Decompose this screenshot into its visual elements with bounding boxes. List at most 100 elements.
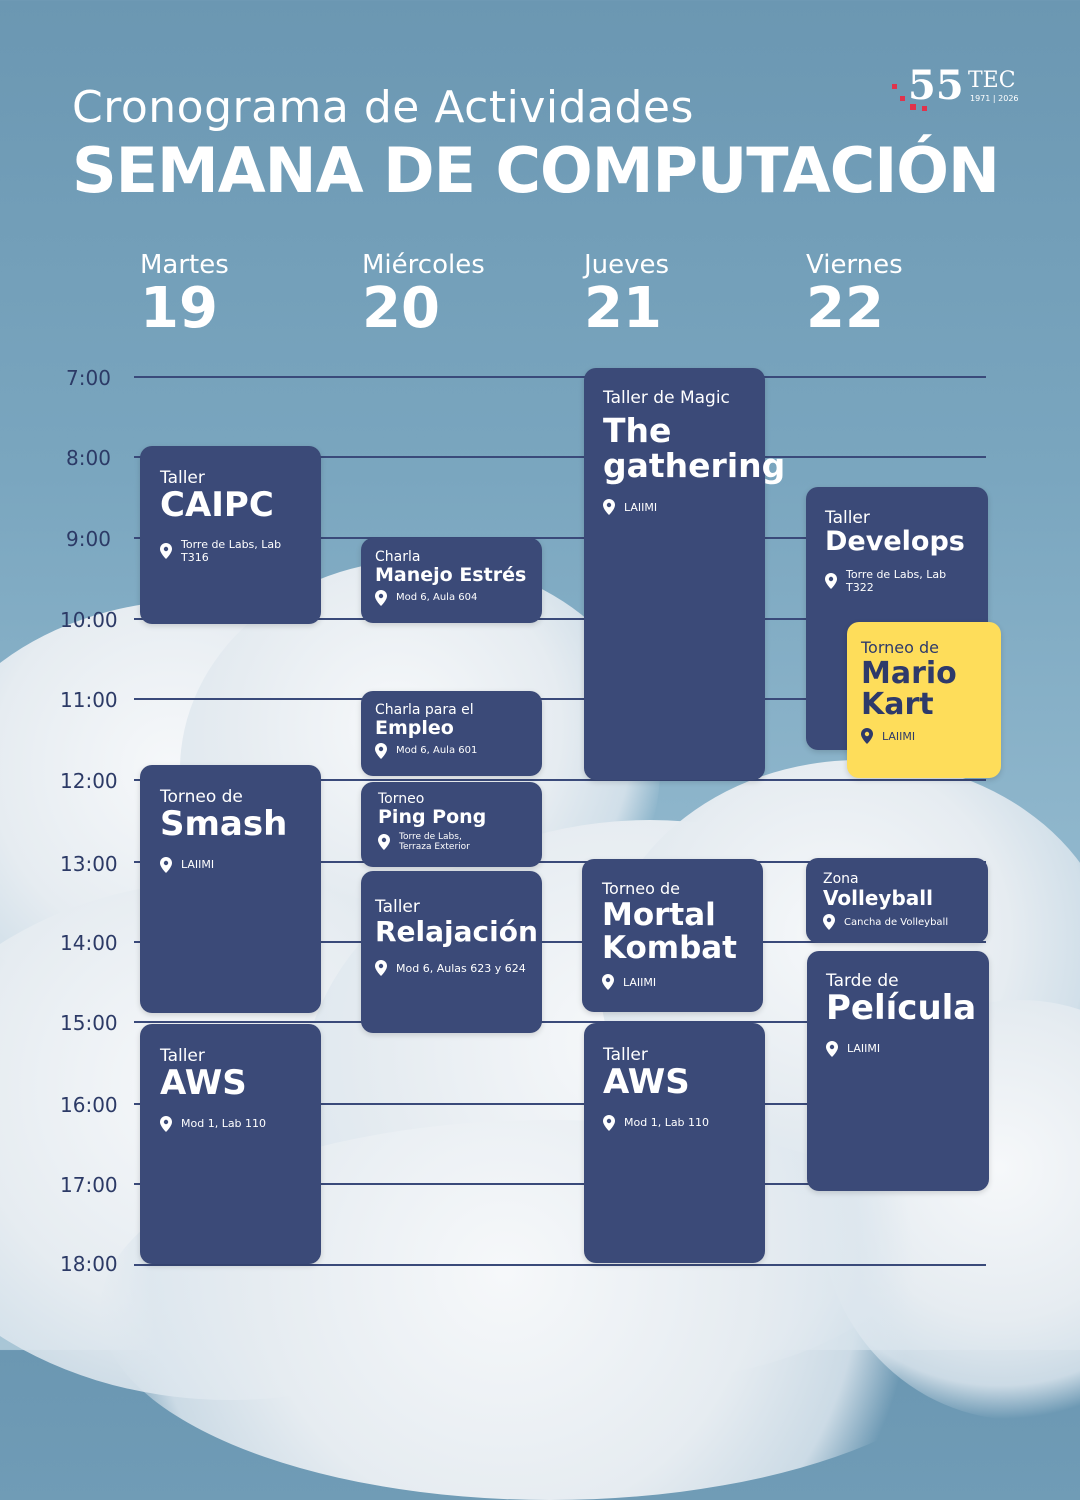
hour-label: 17:00 — [60, 1173, 118, 1197]
event-kind: Taller — [375, 897, 420, 917]
event-kind: Torneo de — [602, 879, 680, 898]
hour-line — [134, 779, 986, 781]
hour-line — [134, 376, 986, 378]
hour-label: 11:00 — [60, 688, 118, 712]
hour-line — [134, 1021, 986, 1023]
location-pin-icon — [160, 1115, 172, 1132]
event-kind: Taller — [825, 508, 870, 528]
location-pin-icon — [375, 960, 387, 977]
event-location: LAIIMI — [623, 975, 657, 989]
hour-label: 15:00 — [60, 1011, 118, 1035]
hour-label: 18:00 — [60, 1252, 118, 1276]
event-kind: Charla para el — [375, 702, 474, 718]
event-card-mario-kart[interactable]: Torneo de Mario Kart LAIIMI — [847, 622, 1001, 778]
hour-label: 8:00 — [66, 446, 111, 470]
event-title: AWS — [160, 1063, 247, 1103]
event-card-caipc[interactable]: Taller CAIPC Torre de Labs, Lab T316 — [140, 446, 321, 624]
event-location: Mod 6, Aula 601 — [396, 745, 478, 757]
hour-line — [134, 698, 986, 700]
hour-label: 12:00 — [60, 769, 118, 793]
logo-years: 1971 | 2026 — [970, 94, 1019, 103]
page-subtitle: Cronograma de Actividades — [72, 82, 694, 133]
event-card-aws-tuesday[interactable]: Taller AWS Mod 1, Lab 110 — [140, 1024, 321, 1264]
day-number: 21 — [584, 276, 662, 341]
hour-line — [134, 941, 986, 943]
event-location: Cancha de Volleyball — [844, 916, 949, 928]
day-header-friday: Viernes 22 — [806, 250, 903, 338]
day-header-thursday: Jueves 21 — [584, 250, 669, 338]
logo-brand: TEC — [968, 68, 1016, 93]
hour-label: 14:00 — [60, 931, 118, 955]
hour-label: 13:00 — [60, 852, 118, 876]
event-location: Mod 6, Aulas 623 y 624 — [396, 961, 526, 975]
hour-label: 9:00 — [66, 527, 111, 551]
event-title: Relajación — [375, 915, 538, 948]
hour-line — [134, 456, 986, 458]
day-number: 22 — [806, 276, 884, 341]
event-location: Torre de Labs, Lab T316 — [181, 537, 282, 564]
event-card-manejo-estres[interactable]: Charla Manejo Estrés Mod 6, Aula 604 — [361, 538, 542, 623]
location-pin-icon — [603, 1114, 615, 1131]
logo-number: 55 — [908, 62, 964, 109]
event-location: LAIIMI — [847, 1042, 881, 1056]
event-card-ping-pong[interactable]: Torneo Ping Pong Torre de Labs, Terraza … — [361, 782, 542, 867]
event-kind: Torneo — [378, 791, 425, 807]
day-header-tuesday: Martes 19 — [140, 250, 229, 338]
location-pin-icon — [825, 573, 837, 590]
event-kind: Torneo de — [160, 787, 243, 807]
hour-line — [134, 861, 986, 863]
hour-line — [134, 1183, 986, 1185]
event-card-relajacion[interactable]: Taller Relajación Mod 6, Aulas 623 y 624 — [361, 871, 542, 1033]
location-pin-icon — [160, 542, 172, 559]
event-card-pelicula[interactable]: Tarde de Película LAIIMI — [807, 951, 989, 1191]
hour-label: 7:00 — [66, 366, 111, 390]
hour-line — [134, 618, 986, 620]
event-location: Mod 1, Lab 110 — [624, 1116, 710, 1130]
event-title: Develops — [825, 526, 965, 557]
event-kind: Taller — [603, 1045, 648, 1065]
location-pin-icon — [375, 589, 387, 606]
hour-label: 16:00 — [60, 1093, 118, 1117]
tec-logo: 55 TEC 1971 | 2026 — [890, 62, 1030, 118]
event-location: Mod 6, Aula 604 — [396, 592, 478, 604]
day-name: Jueves — [584, 250, 670, 280]
event-kind: Torneo de — [861, 638, 939, 657]
event-title: AWS — [603, 1062, 690, 1102]
location-pin-icon — [160, 856, 172, 873]
event-kind: Charla — [375, 549, 421, 565]
event-title: CAIPC — [160, 485, 274, 525]
event-card-volleyball[interactable]: Zona Volleyball Cancha de Volleyball — [806, 858, 988, 943]
hour-line — [134, 537, 986, 539]
location-pin-icon — [823, 914, 835, 930]
event-kind: Taller — [160, 1046, 205, 1066]
event-card-smash[interactable]: Torneo de Smash LAIIMI — [140, 765, 321, 1013]
event-title: Mario Kart — [861, 656, 957, 722]
event-location: LAIIMI — [624, 500, 658, 514]
location-pin-icon — [603, 499, 615, 516]
day-header-wednesday: Miércoles 20 — [362, 250, 485, 338]
event-title: Ping Pong — [378, 806, 487, 828]
hour-line — [134, 1264, 986, 1266]
event-card-magic-the-gathering[interactable]: Taller de Magic The gathering LAIIMI — [584, 368, 786, 780]
location-pin-icon — [375, 742, 387, 759]
location-pin-icon — [602, 974, 614, 991]
day-name: Martes — [140, 250, 229, 280]
location-pin-icon — [826, 1040, 838, 1057]
event-title: Volleyball — [823, 886, 933, 910]
page-title: SEMANA DE COMPUTACIÓN — [72, 134, 1000, 207]
day-name: Viernes — [806, 250, 903, 280]
event-kind: Taller de Magic — [603, 388, 730, 408]
location-pin-icon — [378, 833, 390, 850]
event-title: The gathering — [603, 411, 786, 485]
event-card-mortal-kombat[interactable]: Torneo de Mortal Kombat LAIIMI — [582, 859, 763, 1012]
event-title: Película — [826, 988, 977, 1028]
event-card-aws-thursday[interactable]: Taller AWS Mod 1, Lab 110 — [584, 1023, 765, 1263]
event-card-empleo[interactable]: Charla para el Empleo Mod 6, Aula 601 — [361, 691, 542, 776]
event-title: Manejo Estrés — [375, 564, 527, 586]
day-number: 20 — [362, 276, 440, 341]
event-location: Torre de Labs, Lab T322 — [846, 568, 947, 595]
event-title: Mortal Kombat — [602, 897, 738, 966]
event-title: Smash — [160, 804, 288, 844]
day-number: 19 — [140, 276, 218, 341]
event-kind: Zona — [823, 871, 859, 887]
